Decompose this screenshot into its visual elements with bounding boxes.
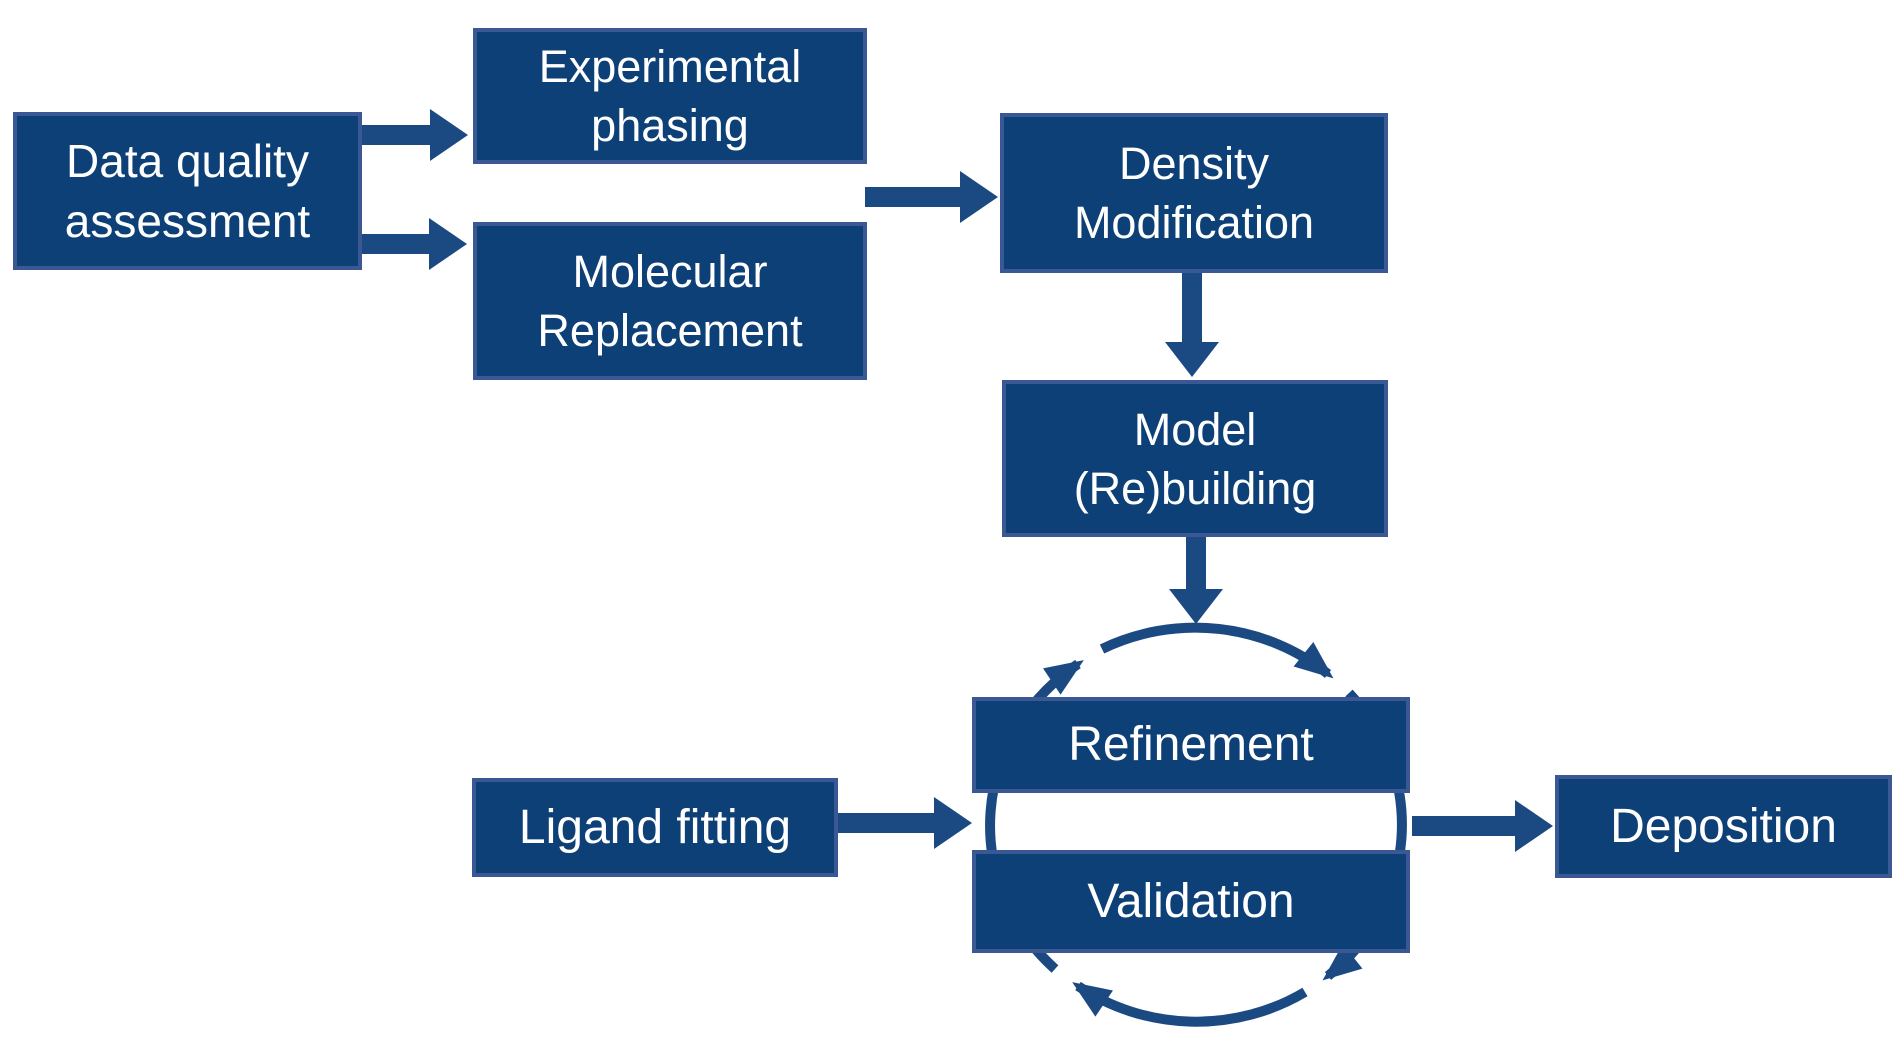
node-data-quality-assessment: Data quality assessment	[13, 112, 362, 270]
arrow-data-quality-to-molecular-replacement	[362, 218, 467, 270]
node-label: Modification	[1073, 197, 1315, 248]
node-label: Deposition	[1610, 799, 1837, 853]
node-label: Molecular	[572, 246, 768, 297]
refinement-validation-cycle	[985, 622, 1407, 1027]
cycle-arc-top	[1099, 622, 1334, 679]
node-density-modification: Density Modification	[1000, 113, 1388, 273]
arrow-cycle-to-deposition	[1412, 800, 1553, 852]
node-model-rebuilding: Model (Re)building	[1002, 380, 1388, 537]
node-label: Validation	[1087, 874, 1295, 928]
node-label: Replacement	[537, 305, 803, 356]
node-refinement: Refinement	[972, 697, 1410, 793]
node-ligand-fitting: Ligand fitting	[472, 778, 838, 877]
node-label: Experimental	[538, 41, 802, 92]
arrow-density-modification-to-model-rebuilding	[1165, 273, 1219, 377]
cycle-arc-bottom	[1072, 981, 1308, 1027]
node-validation: Validation	[972, 850, 1410, 953]
node-label: Density	[1118, 138, 1270, 189]
arrow-data-quality-to-experimental-phasing	[362, 109, 468, 161]
node-label: assessment	[64, 195, 311, 247]
node-label: Refinement	[1068, 718, 1314, 771]
arrow-phasing-to-density-modification	[865, 171, 998, 223]
node-label: Data quality	[66, 135, 309, 187]
arrow-ligand-fitting-to-cycle	[838, 797, 972, 849]
node-label: (Re)building	[1073, 462, 1317, 514]
node-label: Ligand fitting	[518, 800, 792, 854]
node-experimental-phasing: Experimental phasing	[473, 28, 867, 164]
node-label: Model	[1133, 403, 1257, 455]
node-label: phasing	[591, 100, 749, 151]
arrow-model-rebuilding-to-cycle	[1169, 537, 1223, 624]
node-molecular-replacement: Molecular Replacement	[473, 222, 867, 380]
node-deposition: Deposition	[1555, 775, 1892, 878]
